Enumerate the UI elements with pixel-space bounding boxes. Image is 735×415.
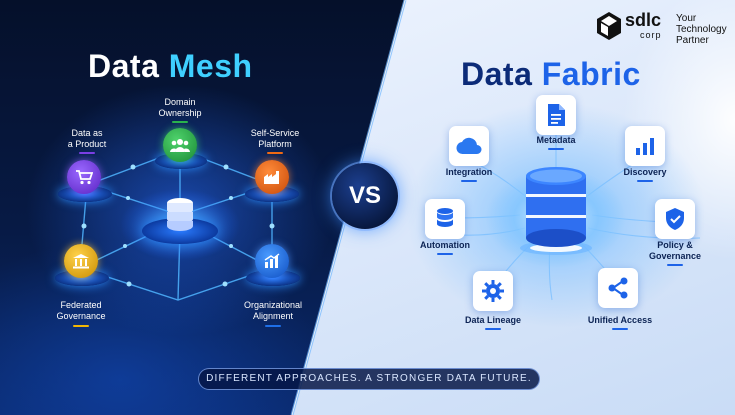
mesh-label-data-as-a-product: Data as a Product bbox=[42, 128, 132, 150]
fabric-underline bbox=[637, 180, 653, 182]
mesh-node-base bbox=[245, 186, 299, 202]
label-line-2: Governance bbox=[56, 311, 106, 321]
label-line-1: Federated bbox=[60, 300, 102, 310]
fabric-label-unified-access: Unified Access bbox=[587, 315, 653, 325]
label-line-1: Data as bbox=[71, 128, 103, 138]
share-icon bbox=[598, 268, 638, 308]
mesh-underline-green bbox=[172, 121, 188, 123]
logo-wordmark: sdlc bbox=[625, 10, 662, 30]
mesh-underline-purple bbox=[79, 152, 95, 154]
fabric-label-metadata: Metadata bbox=[536, 135, 576, 145]
fabric-underline bbox=[437, 253, 453, 255]
mesh-node-base bbox=[55, 270, 109, 286]
mesh-label-organizational-alignment: Organizational Alignment bbox=[228, 300, 318, 322]
fabric-underline bbox=[612, 328, 628, 330]
fabric-label-data-lineage: Data Lineage bbox=[464, 315, 522, 325]
label-line-2: Governance bbox=[648, 251, 702, 261]
data-mesh-title: Data Mesh bbox=[88, 48, 253, 85]
mesh-node-base bbox=[58, 186, 112, 202]
mesh-hub-database-icon bbox=[163, 196, 197, 232]
tagline-banner: DIFFERENT APPROACHES. A STRONGER DATA FU… bbox=[198, 368, 540, 390]
mesh-label-self-service-platform: Self-Service Platform bbox=[230, 128, 320, 150]
title-left-main: Data bbox=[88, 48, 169, 84]
gear-icon bbox=[473, 271, 513, 311]
document-icon bbox=[536, 95, 576, 135]
mesh-label-federated-governance: Federated Governance bbox=[36, 300, 126, 322]
fabric-underline bbox=[485, 328, 501, 330]
fabric-underline bbox=[461, 180, 477, 182]
label-line-1: Domain bbox=[164, 97, 196, 107]
vs-badge: VS bbox=[332, 163, 398, 229]
label-line-1: Policy & bbox=[657, 240, 693, 250]
cart-icon bbox=[67, 160, 101, 194]
logo-subtext: corp bbox=[640, 30, 662, 40]
logo-tagline-2: Technology bbox=[676, 24, 727, 35]
logo-cube-icon bbox=[596, 11, 622, 41]
label-line-2: a Product bbox=[67, 139, 107, 149]
label-line-2: Alignment bbox=[252, 311, 294, 321]
mesh-underline-orange bbox=[267, 152, 283, 154]
mesh-label-domain-ownership: Domain Ownership bbox=[135, 97, 225, 119]
label-line-2: Platform bbox=[258, 139, 292, 149]
fabric-hub-database-icon bbox=[518, 164, 594, 256]
title-right-accent: Fabric bbox=[541, 56, 641, 92]
shield-check-icon bbox=[655, 199, 695, 239]
mesh-node-base bbox=[246, 270, 300, 286]
fabric-underline bbox=[548, 148, 564, 150]
fabric-label-discovery: Discovery bbox=[623, 167, 667, 177]
fabric-underline bbox=[667, 264, 683, 266]
mesh-underline-blue bbox=[265, 325, 281, 327]
factory-icon bbox=[255, 160, 289, 194]
bar-chart-icon bbox=[625, 126, 665, 166]
database-icon bbox=[425, 199, 465, 239]
fabric-label-integration: Integration bbox=[445, 167, 493, 177]
title-left-accent: Mesh bbox=[168, 48, 253, 84]
logo-tagline-3: Partner bbox=[676, 35, 709, 46]
mesh-underline-yellow bbox=[73, 325, 89, 327]
fabric-label-policy-governance: Policy & Governance bbox=[627, 240, 723, 262]
users-icon bbox=[163, 128, 197, 162]
label-line-1: Organizational bbox=[243, 300, 303, 310]
bank-icon bbox=[64, 244, 98, 278]
fabric-label-automation: Automation bbox=[420, 240, 470, 250]
label-line-1: Self-Service bbox=[250, 128, 300, 138]
cloud-icon bbox=[449, 126, 489, 166]
bar-chart-icon bbox=[255, 244, 289, 278]
data-fabric-title: Data Fabric bbox=[461, 56, 641, 93]
label-line-2: Ownership bbox=[158, 108, 202, 118]
logo-tagline-1: Your bbox=[676, 13, 697, 24]
title-right-main: Data bbox=[461, 56, 542, 92]
